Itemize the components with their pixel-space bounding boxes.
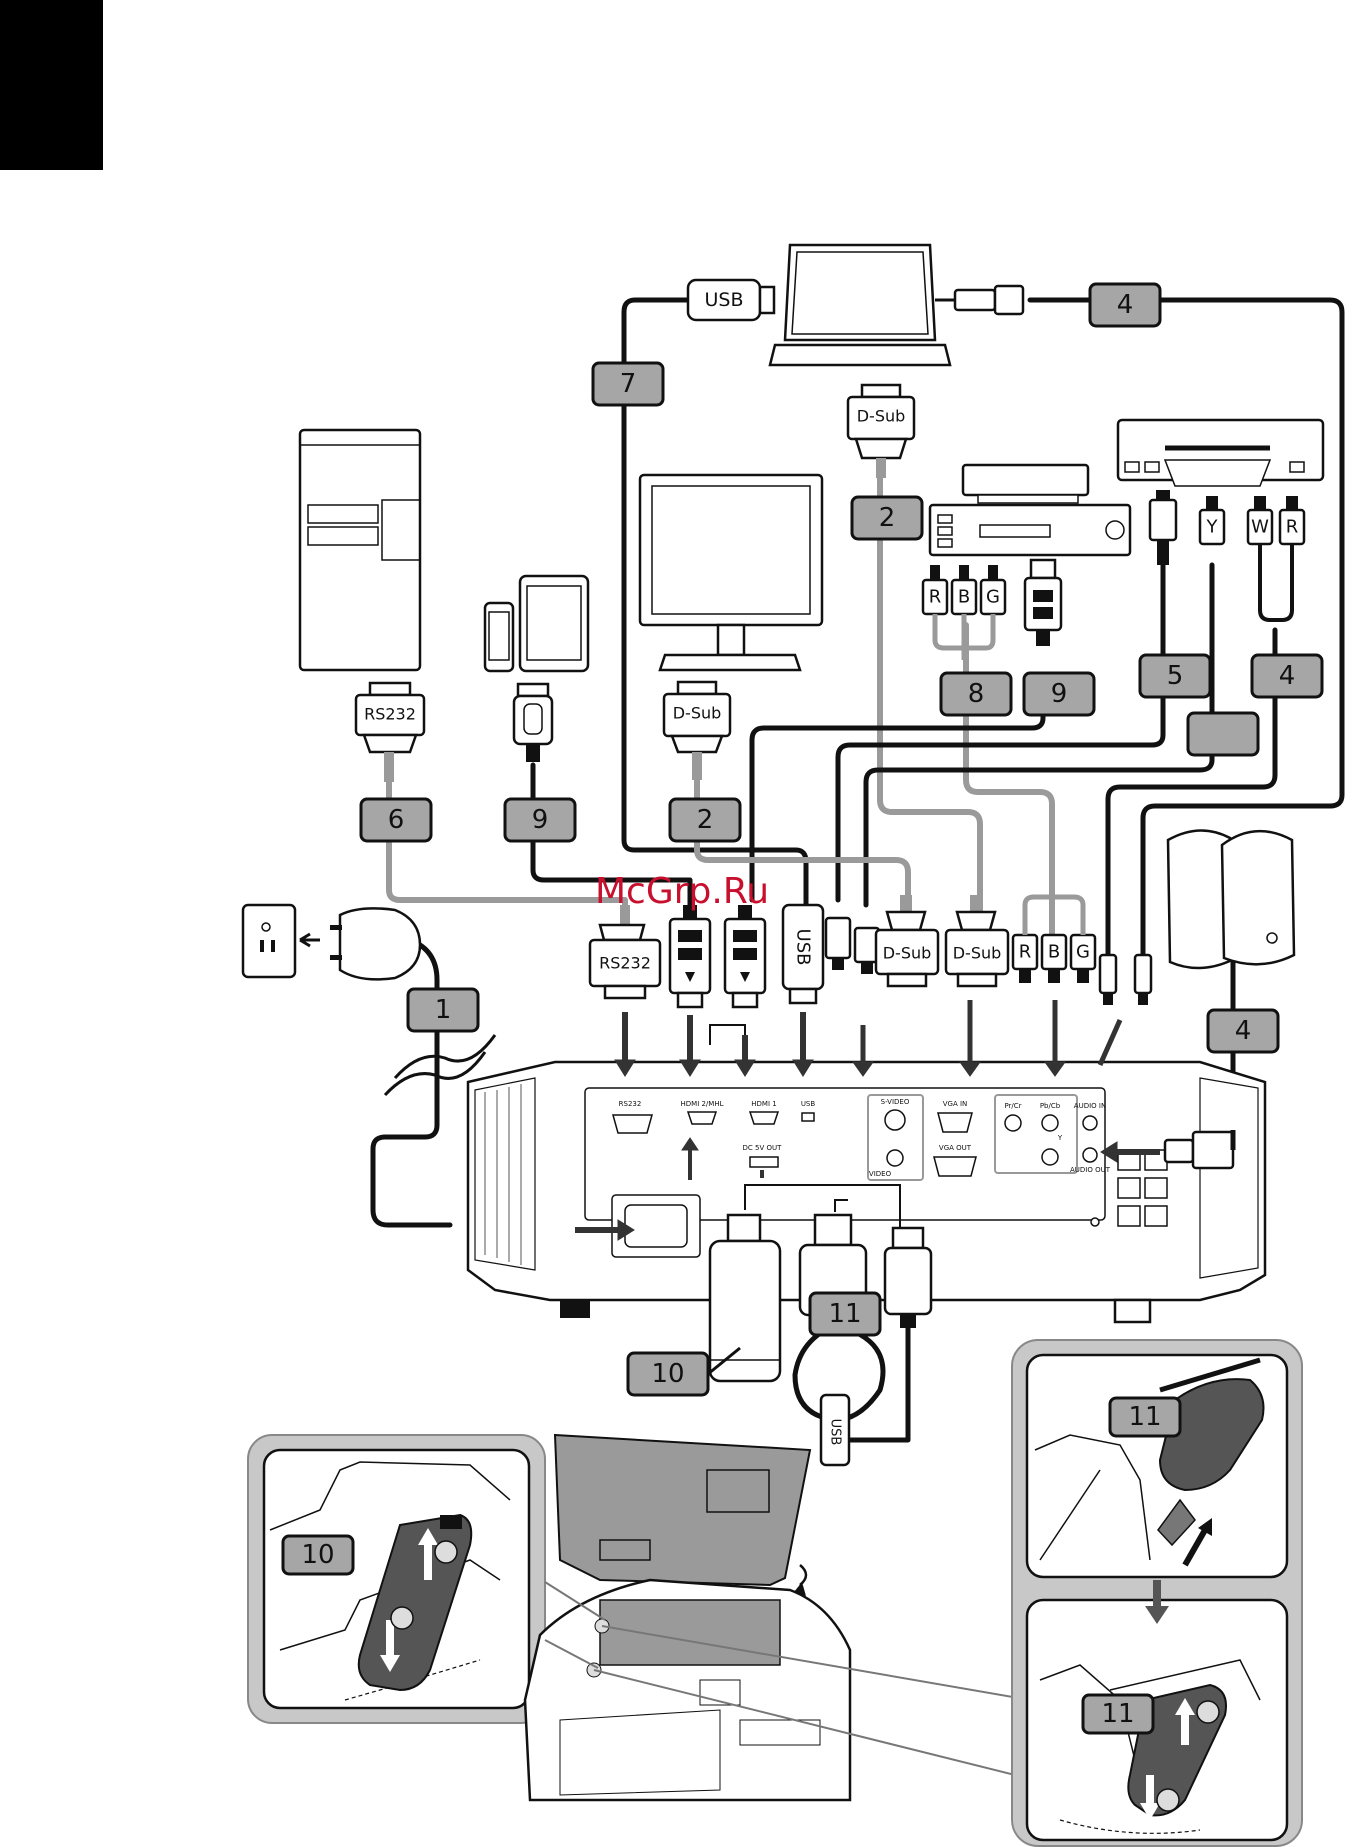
cable-usb-stick (845, 1320, 908, 1440)
cable-1-power (373, 940, 450, 1225)
tag-9-mobile: 9 (532, 805, 549, 835)
projector-bottom-view (525, 1435, 850, 1800)
tag-10-inset: 10 (301, 1540, 334, 1570)
audio-r-label: R (1286, 517, 1299, 538)
laptop-audio-plug (935, 286, 1023, 314)
tag-4-top: 4 (1117, 290, 1134, 320)
inset-left-stick-install (248, 1435, 545, 1723)
tag-10-main: 10 (651, 1359, 684, 1389)
port-y-label: Y (1057, 1134, 1063, 1142)
comp-r-label: R (1019, 942, 1032, 963)
usb-adapter-stick (885, 1228, 931, 1328)
tag-2-monitor: 2 (697, 805, 714, 835)
port-rs232-label: RS232 (619, 1100, 642, 1108)
usb-projector-label: USB (793, 929, 814, 966)
tag-6: 6 (388, 805, 405, 835)
port-svideo-label: S-VIDEO (881, 1098, 910, 1106)
tag-5: 5 (1167, 661, 1184, 691)
tag-11-main: 11 (828, 1299, 861, 1329)
rgb-b-label: B (958, 587, 970, 608)
audio-w-label: W (1251, 517, 1269, 538)
audioout-port (1083, 1148, 1097, 1162)
dsub-monitor-label: D-Sub (673, 704, 722, 723)
tag-11-inset-bottom: 11 (1101, 1699, 1134, 1729)
port-hdmi1-label: HDMI 1 (751, 1100, 776, 1108)
hdmi-plug-dvd (1025, 560, 1061, 646)
port-pb-label: Pb/Cb (1040, 1102, 1061, 1110)
hdmi-stick-10 (710, 1215, 780, 1381)
vgain-port (938, 1113, 972, 1132)
kensington-lock-icon (1091, 1218, 1099, 1226)
tag-11-inset-top: 11 (1128, 1402, 1161, 1432)
rs232-port (613, 1115, 652, 1133)
blank-tag (1188, 713, 1258, 755)
port-pr-label: Pr/Cr (1004, 1102, 1021, 1110)
dsub-projector-1-label: D-Sub (883, 944, 932, 963)
usb-label-top: USB (704, 289, 743, 311)
av-plugs-vcr: Y W R (1150, 490, 1304, 620)
port-vgain-label: VGA IN (943, 1100, 968, 1108)
speakers-device (1168, 830, 1294, 968)
pb-port (1042, 1115, 1058, 1131)
tag-4-speaker: 4 (1235, 1016, 1252, 1046)
comp-b-label: B (1048, 942, 1060, 963)
dsub-laptop-label: D-Sub (857, 407, 906, 426)
cable-9-player-hdmi (752, 700, 1043, 900)
dvd-player-device (930, 465, 1130, 555)
vcr-device (1118, 420, 1323, 486)
port-vgaout-label: VGA OUT (939, 1144, 972, 1152)
port-video-label: VIDEO (869, 1170, 892, 1178)
tag-4-av: 4 (1279, 661, 1296, 691)
port-hdmi2-label: HDMI 2/MHL (681, 1100, 724, 1108)
video-port (887, 1150, 903, 1166)
dsub-monitor-connector: D-Sub (664, 682, 730, 780)
laptop-device (770, 245, 950, 365)
mhl-plug (514, 684, 552, 762)
power-plug (300, 908, 420, 979)
tag-2-laptop: 2 (879, 503, 896, 533)
pr-port (1005, 1115, 1021, 1131)
page-tab-marker (0, 0, 103, 170)
port-audioout-label: AUDIO OUT (1070, 1166, 1111, 1174)
tag-9-player: 9 (1051, 679, 1068, 709)
monitor-device (640, 475, 822, 670)
port-audioin-label: AUDIO IN (1074, 1102, 1106, 1110)
port-dc5v-label: DC 5V OUT (743, 1144, 783, 1152)
rs232-device-label: RS232 (364, 705, 416, 724)
video-y-label: Y (1206, 517, 1219, 538)
dsub-laptop-connector: D-Sub (848, 385, 914, 478)
audioin-port (1083, 1116, 1097, 1130)
dc5v-port (750, 1157, 778, 1167)
comp-g-label: G (1076, 942, 1090, 963)
tag-1: 1 (435, 995, 452, 1025)
mobile-devices (485, 576, 588, 671)
usb-plug-top: USB (688, 280, 774, 320)
watermark-text: McGrp.Ru (595, 871, 769, 912)
rgb-g-label: G (986, 587, 1000, 608)
vgaout-port (934, 1157, 976, 1176)
rs232-projector-label: RS232 (599, 954, 651, 973)
tag-8: 8 (968, 679, 985, 709)
usb-port (802, 1113, 814, 1121)
rs232-device-connector: RS232 (356, 683, 424, 782)
wall-outlet (243, 905, 295, 977)
rgb-r-label: R (929, 587, 942, 608)
rgb-plugs-dvd: R B G (923, 565, 1005, 660)
dsub-projector-2-label: D-Sub (953, 944, 1002, 963)
tag-7: 7 (620, 369, 637, 399)
port-usb-label: USB (801, 1100, 816, 1108)
pc-tower-device (300, 430, 420, 670)
hdmi1-port (750, 1112, 778, 1124)
usb-stick-label: USB (828, 1419, 843, 1446)
y-port (1042, 1149, 1058, 1165)
usb-stick-plug: USB (821, 1395, 849, 1465)
hdmi2-port (688, 1112, 716, 1124)
svideo-port (885, 1110, 905, 1130)
